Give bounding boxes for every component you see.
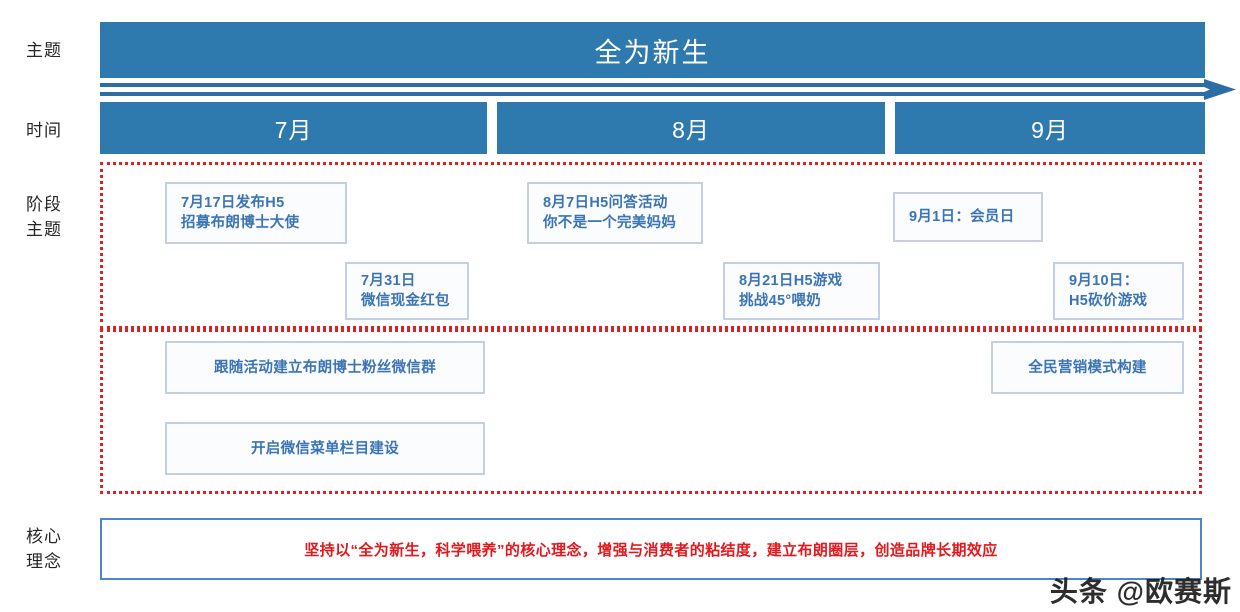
- month-label-july: 7月: [274, 117, 313, 143]
- platform-card-menu-buildout[interactable]: 开启微信菜单栏目建设: [165, 422, 485, 475]
- platform-card-menu-buildout-label: 开启微信菜单栏目建设: [251, 440, 399, 457]
- row-label-stage-theme: 阶段 主题: [26, 195, 62, 239]
- activity-card-0807[interactable]: 8月7日H5问答活动 你不是一个完美妈妈: [527, 182, 703, 244]
- activity-card-0731[interactable]: 7月31日 微信现金红包: [345, 262, 469, 320]
- month-bar-july[interactable]: 7月: [100, 102, 487, 154]
- activity-card-0717[interactable]: 7月17日发布H5 招募布朗博士大使: [165, 182, 347, 244]
- month-bar-august[interactable]: 8月: [497, 102, 885, 154]
- right-arrow-icon: [100, 79, 1236, 100]
- activity-card-0821[interactable]: 8月21日H5游戏 挑战45°喂奶: [723, 262, 880, 320]
- month-label-august: 8月: [672, 117, 710, 143]
- platform-buildout-region: [100, 329, 1202, 494]
- row-label-theme: 主题: [26, 41, 62, 60]
- campaign-activities-region: [100, 162, 1202, 329]
- platform-card-fans-group[interactable]: 跟随活动建立布朗博士粉丝微信群: [165, 341, 485, 394]
- month-label-september: 9月: [1031, 117, 1069, 143]
- theme-banner: 全为新生: [100, 22, 1205, 78]
- platform-card-marketing-model[interactable]: 全民营销模式构建: [991, 341, 1184, 394]
- platform-card-marketing-model-label: 全民营销模式构建: [1028, 359, 1147, 376]
- activity-card-0717-label: 7月17日发布H5 招募布朗博士大使: [181, 195, 300, 231]
- activity-card-0807-label: 8月7日H5问答活动 你不是一个完美妈妈: [543, 195, 677, 231]
- activity-card-0731-label: 7月31日 微信现金红包: [361, 273, 450, 309]
- row-label-core-concept: 核心 理念: [26, 527, 62, 571]
- theme-banner-title: 全为新生: [594, 37, 711, 68]
- timeline-arrow: [100, 79, 1238, 101]
- activity-card-0910[interactable]: 9月10日： H5砍价游戏: [1053, 262, 1184, 320]
- core-concept-box: 坚持以“全为新生，科学喂养”的核心理念，增强与消费者的粘结度，建立布朗圈层，创造…: [100, 518, 1202, 580]
- activity-card-0821-label: 8月21日H5游戏 挑战45°喂奶: [739, 273, 843, 309]
- platform-card-fans-group-label: 跟随活动建立布朗博士粉丝微信群: [214, 359, 436, 376]
- core-concept-text: 坚持以“全为新生，科学喂养”的核心理念，增强与消费者的粘结度，建立布朗圈层，创造…: [304, 541, 998, 559]
- month-bar-september[interactable]: 9月: [895, 102, 1205, 154]
- activity-card-0901-label: 9月1日：会员日: [909, 209, 1015, 225]
- activity-card-0901[interactable]: 9月1日：会员日: [893, 192, 1043, 242]
- row-label-time: 时间: [26, 121, 62, 140]
- activity-card-0910-label: 9月10日： H5砍价游戏: [1069, 273, 1148, 309]
